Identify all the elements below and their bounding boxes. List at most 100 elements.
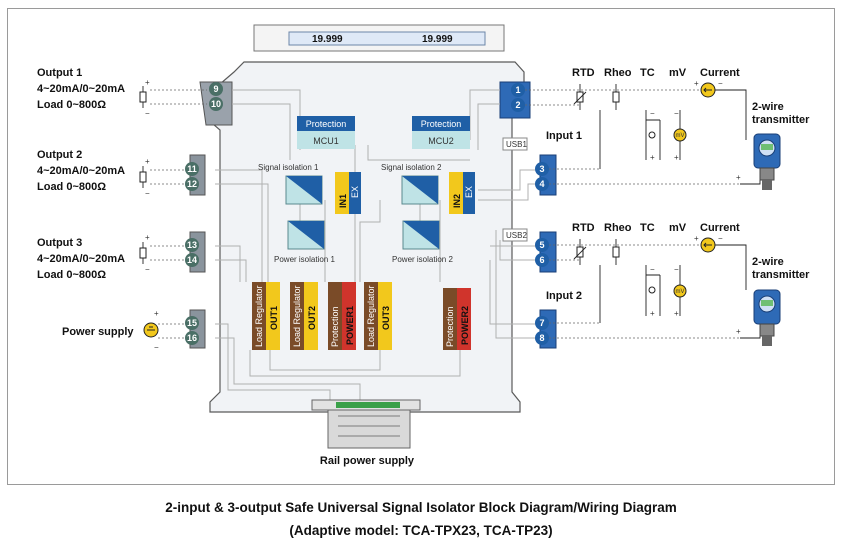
svg-text:+: + [736, 173, 741, 182]
in-ex-block-1: IN1 EX [335, 172, 361, 214]
right-terminals: 1 2 3 4 5 6 7 8 [511, 83, 549, 345]
terminal-14-label: 14 [187, 255, 197, 265]
protection-label-bottom-2: Protection [445, 306, 455, 347]
terminal-6[interactable] [535, 253, 549, 267]
svg-text:+: + [674, 309, 679, 318]
load-regulator-label-3: Load Regulator [366, 285, 376, 347]
terminal-11[interactable] [185, 162, 199, 176]
svg-text:+: + [650, 153, 655, 162]
terminal-1[interactable] [511, 83, 525, 97]
sensor-headers-1: RTD Rheo TC mV Current [572, 67, 740, 79]
left-external-wiring: +− +− +− +− [139, 78, 207, 352]
current-header-2: Current [700, 222, 740, 234]
input-2-wiring: mV ++ −− +− + [549, 234, 761, 339]
rtd-header-1: RTD [572, 67, 595, 79]
terminal-7-label: 7 [539, 318, 544, 328]
terminal-14[interactable] [185, 253, 199, 267]
isolator-housing [205, 61, 525, 413]
usb1-label: USB1 [506, 140, 527, 149]
terminal-8[interactable] [535, 331, 549, 345]
terminal-16[interactable] [185, 331, 199, 345]
terminal-13[interactable] [185, 238, 199, 252]
svg-text:−: − [674, 265, 679, 274]
transmitter-label-1: 2-wire [752, 101, 784, 113]
output-1-range: 4~20mA/0~20mA [37, 83, 125, 95]
rtd-header-2: RTD [572, 222, 595, 234]
input-2-label: Input 2 [546, 290, 582, 302]
out1-label: OUT1 [269, 306, 279, 330]
rheo-header-1: Rheo [604, 67, 632, 79]
signal-isolator-2 [401, 175, 439, 205]
input-1-label: Input 1 [546, 130, 582, 142]
load-regulator-label-2: Load Regulator [292, 285, 302, 347]
svg-text:+: + [736, 327, 741, 336]
protection-label-2: Protection [421, 119, 462, 129]
out2-label: OUT2 [307, 306, 317, 330]
terminal-1-label: 1 [515, 85, 520, 95]
transmitter-label-1b: transmitter [752, 114, 810, 126]
svg-text:+: + [674, 153, 679, 162]
rail-connector [311, 399, 421, 449]
terminal-15-label: 15 [187, 318, 197, 328]
transmitter-label-2b: transmitter [752, 269, 810, 281]
mcu-label-2: MCU2 [428, 136, 454, 146]
signal-isolator-1 [285, 175, 323, 205]
sensor-headers-2: RTD Rheo TC mV Current [572, 222, 740, 234]
transmitter-1 [753, 133, 781, 190]
terminal-13-label: 13 [187, 240, 197, 250]
terminal-9[interactable] [209, 82, 223, 96]
power-isolator-1 [287, 220, 325, 250]
caption-models: (Adaptive model: TCA-TPX23, TCA-TP23) [289, 523, 553, 538]
mcu-block-1: Protection MCU1 [297, 116, 355, 149]
output-1-title: Output 1 [37, 67, 82, 79]
internal-wires [215, 89, 535, 404]
signal-isolation-label-1: Signal isolation 1 [258, 163, 319, 172]
svg-text:+: + [145, 233, 150, 242]
out3-label: OUT3 [381, 306, 391, 330]
mcu-label-1: MCU1 [313, 136, 339, 146]
terminal-15[interactable] [185, 316, 199, 330]
signal-isolation-label-2: Signal isolation 2 [381, 163, 442, 172]
svg-text:+: + [694, 79, 699, 88]
terminal-5[interactable] [535, 238, 549, 252]
terminal-16-label: 16 [187, 333, 197, 343]
power-isolation-label-2: Power isolation 2 [392, 255, 453, 264]
load-regulator-out2: Load Regulator OUT2 [290, 282, 318, 350]
in-ex-block-2: IN2 EX [449, 172, 475, 214]
terminal-10[interactable] [209, 97, 223, 111]
terminal-2[interactable] [511, 98, 525, 112]
terminal-4[interactable] [535, 177, 549, 191]
protection-power1: Protection POWER1 [328, 282, 356, 350]
terminal-9-label: 9 [213, 84, 218, 94]
svg-text:−: − [145, 265, 150, 274]
terminal-8-label: 8 [539, 333, 544, 343]
output-2-labels: Output 2 4~20mA/0~20mA Load 0~800Ω [37, 149, 125, 193]
terminal-3[interactable] [535, 162, 549, 176]
ex1-label: EX [350, 186, 360, 198]
svg-text:−: − [145, 189, 150, 198]
svg-text:−: − [718, 234, 723, 243]
terminal-7[interactable] [535, 316, 549, 330]
terminal-11-label: 11 [187, 164, 197, 174]
usb1-box [502, 137, 528, 151]
mv-header-1: mV [669, 67, 687, 79]
output-3-labels: Output 3 4~20mA/0~20mA Load 0~800Ω [37, 237, 125, 281]
protection-label-bottom-1: Protection [330, 306, 340, 347]
terminal-12[interactable] [185, 177, 199, 191]
protection-label-1: Protection [306, 119, 347, 129]
power-supply-label: Power supply [62, 326, 134, 338]
terminal-10-label: 10 [211, 99, 221, 109]
usb2-label: USB2 [506, 231, 527, 240]
tc-header-1: TC [640, 67, 655, 79]
output-3-load: Load 0~800Ω [37, 269, 106, 281]
diagram-frame [7, 8, 835, 485]
mv-header-2: mV [669, 222, 687, 234]
output-2-range: 4~20mA/0~20mA [37, 165, 125, 177]
power1-label: POWER1 [345, 306, 355, 345]
transmitter-2 [753, 289, 781, 346]
svg-text:−: − [650, 109, 655, 118]
caption-title: 2-input & 3-output Safe Universal Signal… [165, 500, 677, 515]
svg-text:−: − [145, 109, 150, 118]
output-2-load: Load 0~800Ω [37, 181, 106, 193]
